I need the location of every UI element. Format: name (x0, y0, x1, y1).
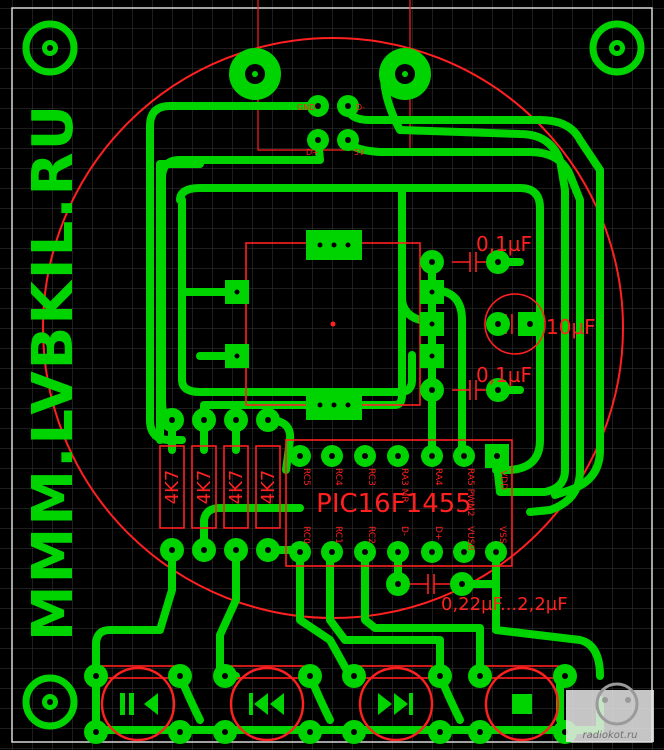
resistor-label-3: 4K7 (226, 470, 247, 505)
pin-label-top-7: VDD (498, 470, 508, 490)
resistor-label-2: 4K7 (194, 470, 215, 505)
cap-label-2: 10µF (546, 315, 596, 339)
watermark-text: radiokot.ru (583, 730, 638, 741)
button-outline-3 (358, 666, 434, 742)
pin-label-bottom-6: VUSB (465, 526, 475, 551)
pads (22, 20, 645, 744)
button-outline-4 (484, 666, 560, 742)
board-outline (11, 7, 653, 743)
cap-symbol-4 (410, 574, 452, 594)
resistor-label-4: 4K7 (258, 470, 279, 505)
cap-symbol-1 (452, 252, 492, 272)
board-vertical-text: MMM.LVBKIL.RU (21, 103, 86, 641)
stop-icon (512, 694, 532, 714)
cap-label-3: 0,1µF (476, 363, 532, 387)
pin-label-bottom-2: RC1 (333, 526, 343, 544)
pin-label-top-6: RA5 PWM2 (465, 468, 475, 516)
usb-label-dplus: D+ (306, 148, 319, 157)
next-icon (378, 693, 413, 715)
usb-shield-pad-left (229, 48, 281, 100)
resistor-outline-1 (159, 445, 185, 529)
mounting-hole-bottom-left (22, 674, 78, 730)
pin-label-top-3: RC3 (366, 468, 376, 486)
resistor-outline-3 (223, 445, 249, 529)
button-outline-2 (229, 666, 305, 742)
play-pause-icon (120, 693, 158, 715)
usb-label-gnd: GND (297, 103, 315, 112)
resistor-label-1: 4K7 (162, 470, 183, 505)
button-outline-1 (100, 666, 176, 742)
mounting-hole-top-right (589, 20, 645, 76)
pin-label-top-1: RC5 (301, 468, 311, 486)
pin-label-bottom-3: RC2 (366, 526, 376, 544)
usb-label-dminus: D- (356, 103, 365, 112)
cap-symbol-3 (452, 380, 492, 400)
electrolytic-outline (484, 293, 546, 355)
cap-label-1: 0,1µF (476, 232, 532, 256)
watermark: radiokot.ru (566, 682, 654, 742)
usb-shield-pad-right (379, 48, 431, 100)
pad-holes (93, 103, 568, 735)
pin-label-bottom-4: D- (399, 526, 409, 536)
usb-label-5v: 5V (354, 148, 365, 157)
chip-label: PIC16F1455 (316, 489, 472, 519)
previous-icon (249, 693, 284, 715)
pin-label-bottom-1: RC0 (301, 526, 311, 544)
pin-label-top-5: RA4 (433, 468, 443, 486)
ic-center-mark (330, 321, 336, 327)
resistor-outline-2 (191, 445, 217, 529)
pin-label-bottom-7: VSS (497, 526, 507, 544)
resistor-outline-4 (255, 445, 281, 529)
dip-outline (285, 439, 513, 567)
pin-label-top-4: RA3 MR (399, 468, 409, 503)
pin-label-bottom-5: D+ (433, 526, 443, 540)
pin-label-top-2: RC4 (333, 468, 343, 486)
mounting-hole-top-left (22, 20, 78, 76)
cap-label-4: 0,22µF...2,2µF (441, 594, 568, 615)
